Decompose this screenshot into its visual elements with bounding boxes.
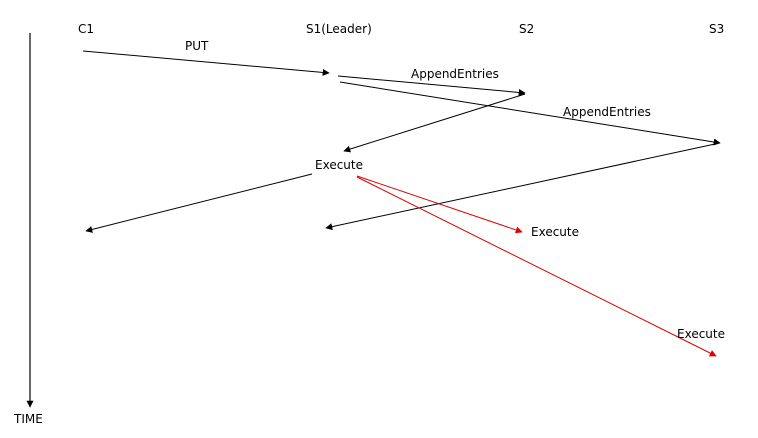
c1-reply-arrow — [85, 173, 313, 233]
participant-c1: C1 — [78, 22, 94, 36]
put-label: PUT — [185, 39, 209, 53]
s2-reply-arrow — [343, 93, 526, 153]
append-entries-s3-label: AppendEntries — [563, 105, 651, 119]
participant-s2: S2 — [519, 22, 534, 36]
execute-s3-label: Execute — [677, 327, 725, 341]
append-entries-s3-arrow — [339, 81, 721, 146]
append-entries-s2-label: AppendEntries — [411, 67, 499, 81]
put-arrow — [82, 50, 330, 76]
participant-s3: S3 — [709, 22, 724, 36]
execute-s3-arrow — [356, 176, 717, 357]
execute-s2-label: Execute — [531, 225, 579, 239]
execute-s1-label: Execute — [315, 158, 363, 172]
time-axis-label: TIME — [13, 412, 43, 426]
append-entries-s2-arrow — [337, 75, 526, 96]
s3-reply-arrow — [325, 143, 716, 231]
participant-s1-leader: S1(Leader) — [306, 22, 372, 36]
execute-s2-arrow — [356, 175, 523, 234]
